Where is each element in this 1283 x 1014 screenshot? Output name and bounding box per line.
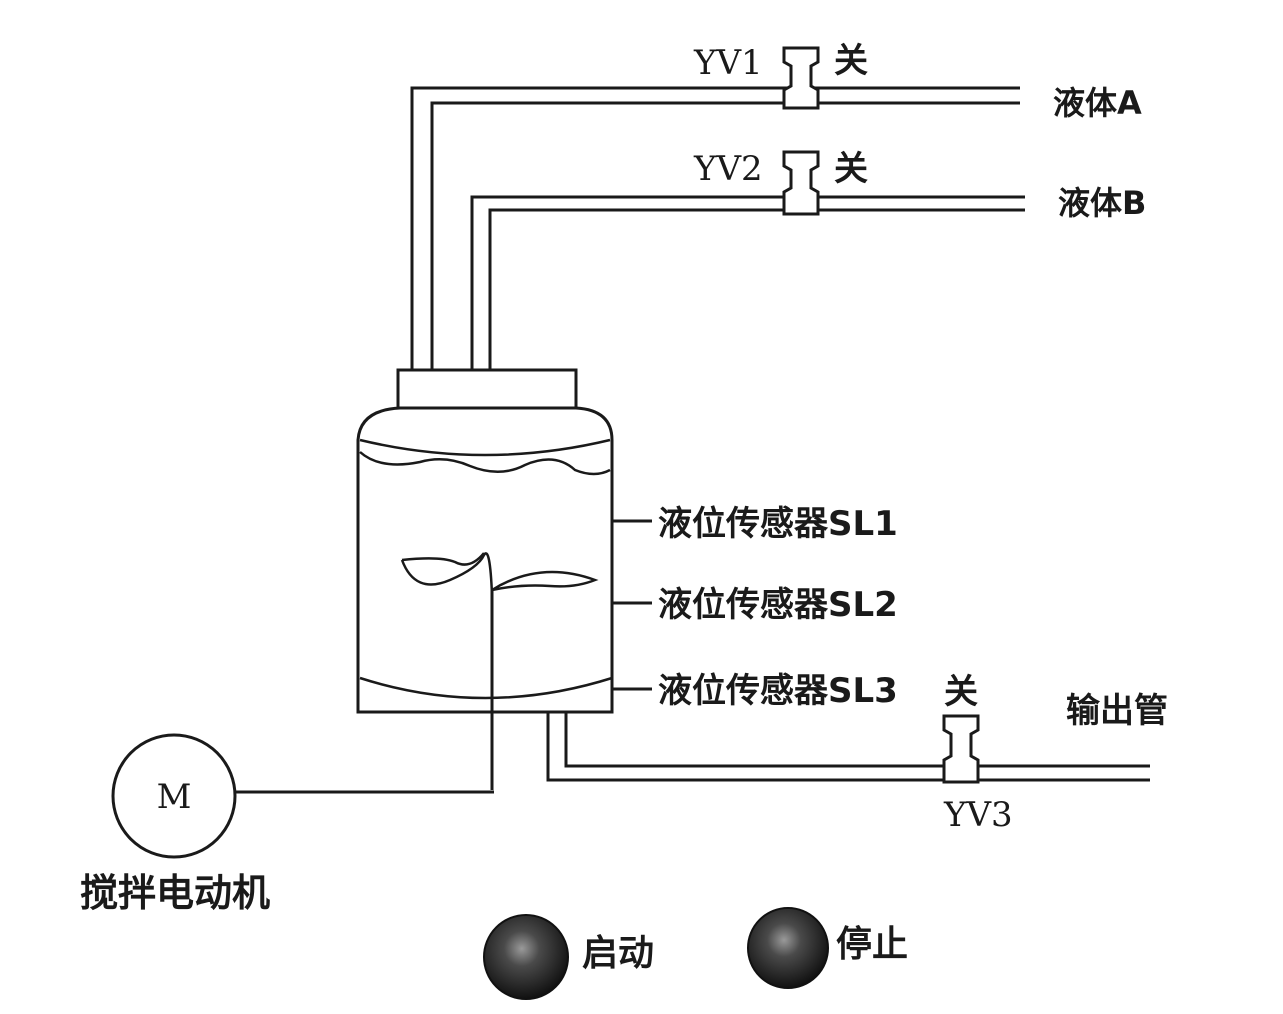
valve-yv2-label: YV2 <box>693 149 763 189</box>
outlet-label: 输出管 <box>1066 691 1168 731</box>
outlet-pipe <box>546 712 1150 782</box>
sensor-sl1-label: 液位传感器SL1 <box>658 504 898 544</box>
agitator-impeller <box>400 552 599 596</box>
valve-yv1-state: 关 <box>834 41 868 81</box>
inlet-pipe-a <box>410 86 1020 370</box>
start-button-label: 启动 <box>582 933 654 974</box>
stop-button[interactable] <box>747 907 829 989</box>
motor-label: 搅拌电动机 <box>80 871 270 915</box>
start-button[interactable] <box>483 914 569 1000</box>
motor-symbol: M <box>157 777 192 817</box>
sensor-sl2-label: 液位传感器SL2 <box>658 585 898 625</box>
mixing-tank <box>356 368 614 714</box>
stirring-motor <box>111 733 237 859</box>
valve-yv3-label: YV3 <box>943 795 1013 835</box>
valve-yv3 <box>942 714 980 784</box>
valve-yv3-state: 关 <box>944 672 978 712</box>
agitator-shaft <box>235 590 494 794</box>
valve-yv2 <box>782 150 820 216</box>
inlet-b-label: 液体B <box>1058 184 1146 222</box>
valve-yv2-state: 关 <box>834 149 868 189</box>
inlet-a-label: 液体A <box>1053 84 1142 122</box>
sensor-sl3-label: 液位传感器SL3 <box>658 671 898 711</box>
inlet-pipe-b <box>470 195 1025 370</box>
stop-button-label: 停止 <box>836 924 908 965</box>
valve-yv1 <box>782 46 820 110</box>
valve-yv1-label: YV1 <box>693 43 763 83</box>
